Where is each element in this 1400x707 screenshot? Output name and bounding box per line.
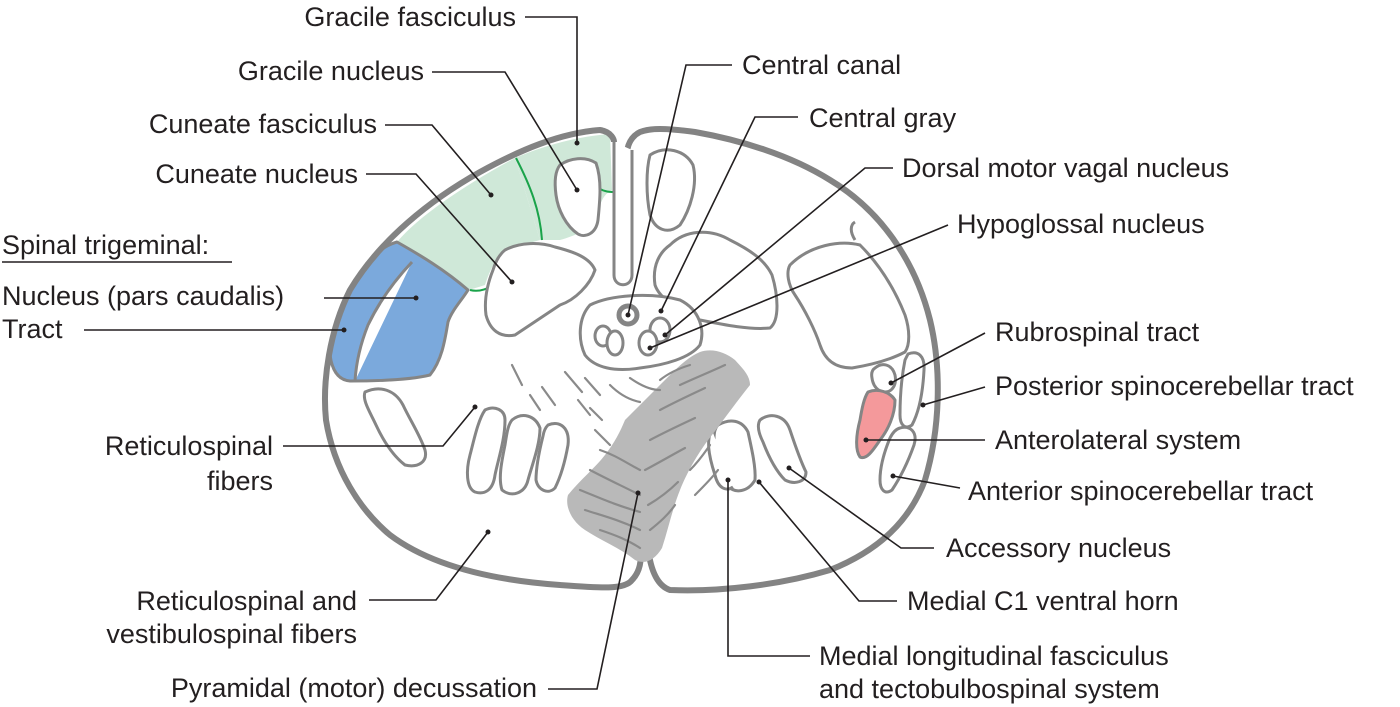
cuneate-gracile-border [515, 157, 543, 241]
dorsal-median-septum [612, 142, 634, 287]
labels: Gracile fasciculus Gracile nucleus Cunea… [2, 2, 1354, 704]
anterior-spinocerebellar-tract-shape [878, 425, 917, 494]
leader-cuneate-fasciculus [385, 124, 492, 196]
left-ventral-horn-lateral [534, 422, 570, 493]
label-spinal-trigeminal-tract: Tract [2, 314, 63, 344]
label-posterior-spinocerebellar-tract: Posterior spinocerebellar tract [995, 371, 1354, 401]
label-spinal-trigeminal-heading: Spinal trigeminal: [2, 230, 209, 260]
leader-rubrospinal [890, 332, 986, 384]
label-rubrospinal-tract: Rubrospinal tract [995, 317, 1200, 347]
accessory-nucleus-shape [756, 414, 808, 484]
leader-lines [84, 16, 986, 690]
label-reticulo-vestibulospinal-line2: vestibulospinal fibers [106, 619, 357, 649]
label-spinal-trigeminal-nucleus: Nucleus (pars caudalis) [2, 281, 284, 311]
leader-accessory-nucleus [788, 467, 934, 549]
label-medial-c1-ventral-horn: Medial C1 ventral horn [907, 586, 1179, 616]
label-anterior-spinocerebellar-tract: Anterior spinocerebellar tract [968, 476, 1314, 506]
leader-mlf [727, 480, 810, 657]
right-trigeminal-region [786, 241, 911, 370]
hypoglossal-nucleus-shape [637, 329, 659, 357]
label-pyramidal-decussation: Pyramidal (motor) decussation [171, 673, 537, 703]
leader-dorsal-motor-vagal [664, 167, 893, 336]
pyramidal-decussation-shape [567, 350, 750, 562]
left-ventral-horn-middle [498, 414, 542, 496]
leader-reticulospinal-fibers [283, 406, 476, 447]
label-dorsal-motor-vagal-nucleus: Dorsal motor vagal nucleus [902, 153, 1229, 183]
leader-central-gray [660, 116, 798, 312]
label-reticulospinal-line2: fibers [207, 466, 273, 496]
gracile-nucleus-shape [553, 157, 602, 237]
posterior-spinocerebellar-tract-shape [898, 351, 926, 429]
leader-pyramidal-decussation [548, 492, 639, 690]
label-central-canal: Central canal [742, 50, 901, 80]
right-trigeminal-tract [849, 220, 857, 241]
rubrospinal-tract-shape [870, 363, 897, 394]
label-mlf-line1: Medial longitudinal fasciculus [819, 641, 1169, 671]
left-lateral-white-matter-pieces [362, 387, 428, 468]
label-hypoglossal-nucleus: Hypoglossal nucleus [957, 209, 1205, 239]
outer-boundary [322, 126, 941, 594]
left-ventral-horn-medial [465, 406, 507, 495]
leader-posterior-spinocerebellar [922, 386, 986, 406]
right-gracile-region [645, 148, 697, 232]
leader-hypoglossal [649, 224, 949, 349]
leader-anterior-spinocerebellar [892, 475, 961, 489]
cuneate-nucleus-shape [483, 242, 597, 338]
leader-gracile-nucleus [432, 71, 578, 191]
leader-medial-c1-ventral-horn [758, 481, 897, 602]
label-gracile-fasciculus: Gracile fasciculus [304, 2, 516, 32]
left-hypoglossal-nucleus [605, 329, 625, 357]
spinal-trigeminal-tract-border [353, 260, 414, 382]
label-gracile-nucleus: Gracile nucleus [238, 56, 424, 86]
leader-gracile-fasciculus [525, 16, 578, 143]
cross-section-drawing [322, 126, 941, 594]
label-cuneate-nucleus: Cuneate nucleus [155, 159, 358, 189]
decussating-fiber-strokes [510, 363, 727, 550]
label-anterolateral-system: Anterolateral system [995, 425, 1241, 455]
label-central-gray: Central gray [809, 103, 957, 133]
cuneate-fasciculus-region [397, 158, 540, 292]
leader-cuneate-nucleus [366, 173, 513, 283]
label-reticulo-vestibulospinal-line1: Reticulospinal and [136, 586, 357, 616]
leader-reticulo-vestibulospinal [369, 531, 489, 601]
label-mlf-line2: and tectobulbospinal system [819, 674, 1160, 704]
label-cuneate-fasciculus: Cuneate fasciculus [149, 109, 377, 139]
label-reticulospinal-line1: Reticulospinal [105, 431, 273, 461]
leader-central-canal [627, 64, 732, 316]
label-accessory-nucleus: Accessory nucleus [946, 533, 1171, 563]
